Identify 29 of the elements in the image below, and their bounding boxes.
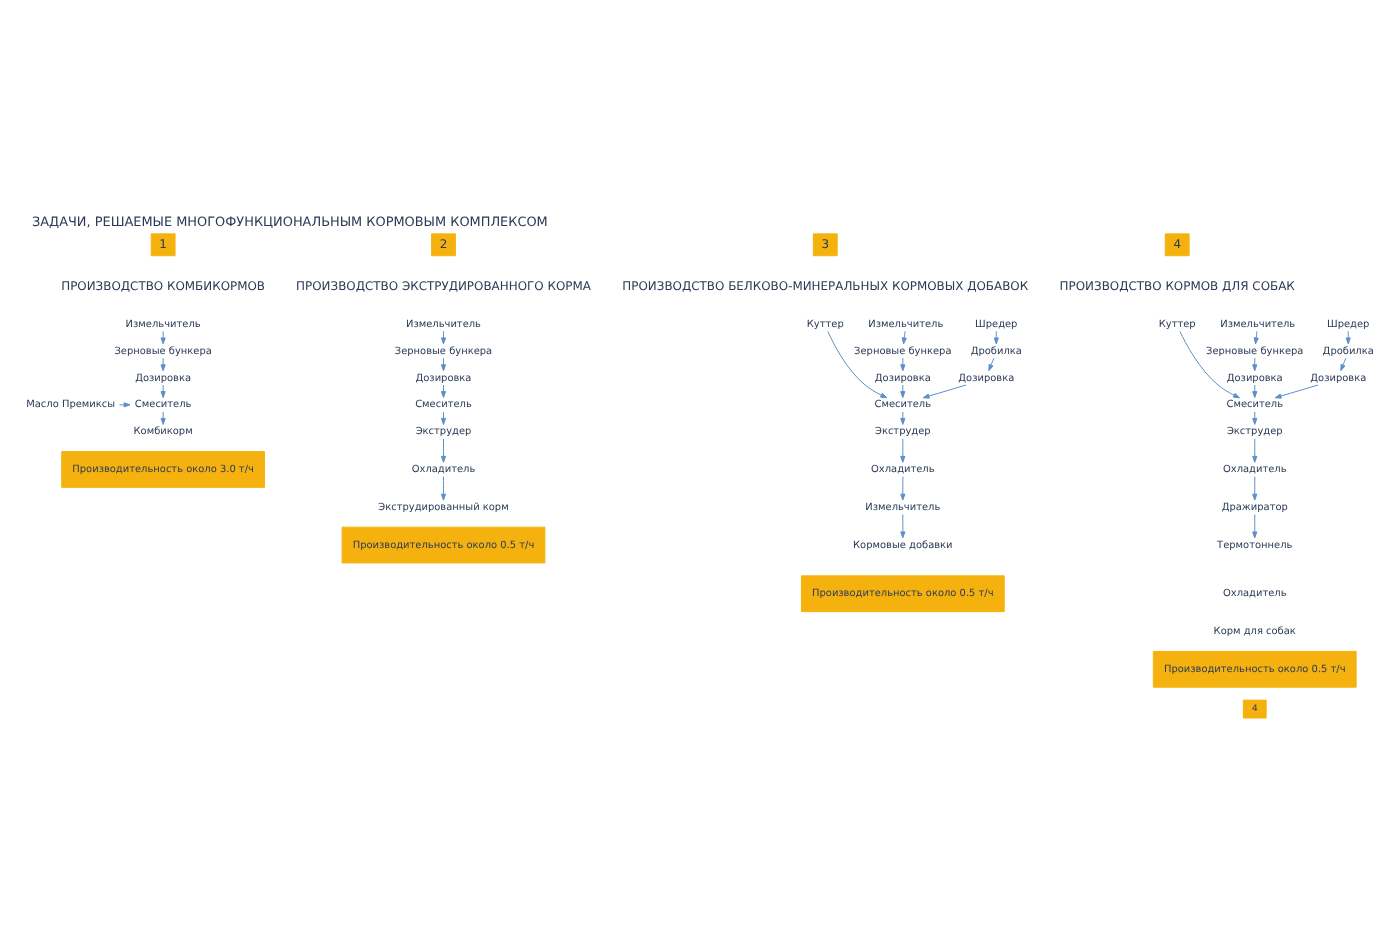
arrow	[1253, 330, 1259, 345]
arrow	[1252, 514, 1258, 539]
arrow	[900, 357, 906, 372]
arrow	[118, 402, 131, 408]
arrow	[440, 438, 447, 463]
arrow	[900, 384, 906, 399]
arrow	[160, 357, 166, 372]
arrow	[900, 438, 906, 463]
arrow	[160, 384, 166, 399]
arrow	[900, 514, 906, 539]
arrow	[1345, 330, 1351, 345]
arrow	[160, 411, 166, 425]
arrow	[1252, 476, 1258, 501]
arrow	[900, 411, 906, 425]
arrow	[901, 330, 907, 345]
arrow	[1252, 384, 1258, 399]
arrow	[827, 330, 888, 399]
arrow	[440, 476, 447, 501]
arrow	[1340, 357, 1347, 372]
arrow	[1179, 330, 1241, 399]
arrow	[993, 330, 999, 345]
arrow	[1252, 411, 1258, 425]
arrow	[922, 384, 967, 399]
arrow	[1252, 357, 1258, 372]
arrow	[1274, 384, 1319, 399]
arrow	[1252, 438, 1258, 463]
arrow	[900, 476, 906, 501]
arrow	[160, 330, 166, 345]
arrow	[988, 357, 995, 372]
